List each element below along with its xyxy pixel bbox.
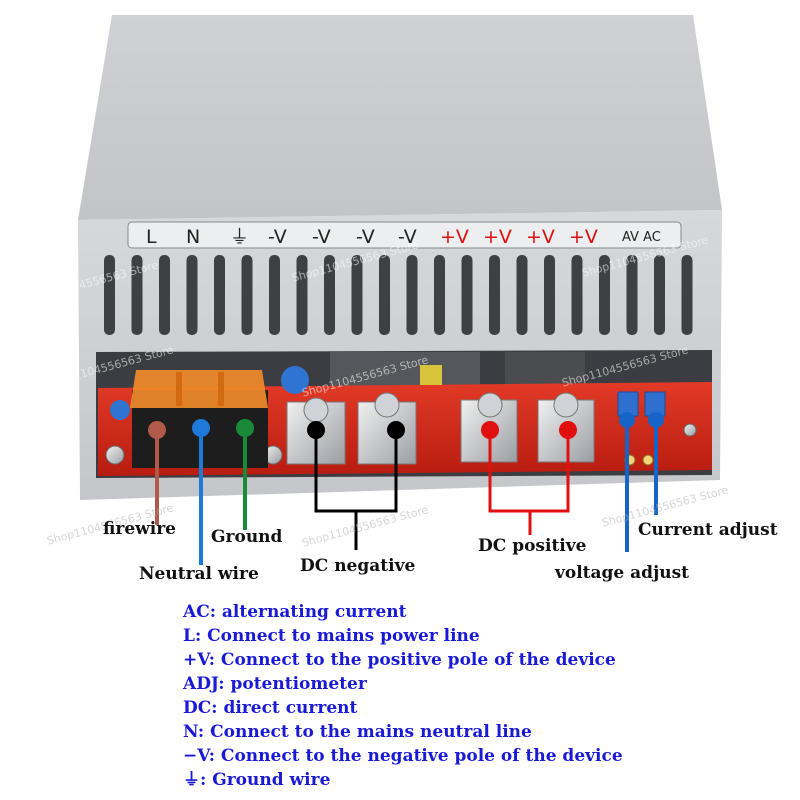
vent-slot bbox=[571, 255, 583, 335]
screw-icon bbox=[683, 423, 697, 437]
vent-slot bbox=[131, 255, 143, 335]
ac-terminal-cover bbox=[130, 370, 268, 408]
label-dc-negative: DC negative bbox=[300, 556, 416, 576]
legend-line: N: Connect to the mains neutral line bbox=[183, 722, 532, 742]
legend-line: ⏚: Ground wire bbox=[183, 770, 331, 790]
case-top bbox=[78, 15, 722, 220]
terminal-legend: AC: alternating current L: Connect to ma… bbox=[183, 600, 783, 792]
legend-line: +V: Connect to the positive pole of the … bbox=[183, 650, 616, 670]
vent-slot bbox=[489, 255, 500, 335]
terminal-labels: L N ⏚ -V -V -V -V +V +V +V +V bbox=[146, 226, 598, 248]
terminal-label-strip bbox=[127, 221, 682, 249]
legend-line: ADJ: potentiometer bbox=[183, 674, 367, 694]
label-firewire: firewire bbox=[103, 519, 176, 539]
capacitor bbox=[420, 365, 442, 385]
vent-slots bbox=[104, 255, 693, 335]
capacitor bbox=[110, 400, 130, 420]
terminal-screw-icon bbox=[303, 397, 329, 423]
vent-slot bbox=[516, 255, 528, 335]
vent-slot bbox=[461, 255, 473, 335]
label-voltage-adjust: voltage adjust bbox=[555, 563, 689, 583]
adj-label: AV AC bbox=[622, 230, 661, 245]
label-neutral-wire: Neutral wire bbox=[139, 564, 259, 584]
vent-slot bbox=[296, 255, 308, 335]
terminal-screw-icon bbox=[374, 392, 400, 418]
vent-slot bbox=[104, 255, 115, 335]
ac-terminal-cover-rib bbox=[176, 372, 182, 406]
terminal-label: +V bbox=[483, 226, 512, 248]
led-indicator bbox=[642, 454, 654, 466]
ac-terminal-cover-rib bbox=[218, 372, 224, 406]
legend-line: L: Connect to mains power line bbox=[183, 626, 480, 646]
legend-line: −V: Connect to the negative pole of the … bbox=[183, 746, 623, 766]
terminal-label: N bbox=[186, 226, 200, 248]
connector-lines bbox=[148, 412, 664, 565]
vent-slot bbox=[214, 255, 225, 335]
terminal-label: +V bbox=[440, 226, 469, 248]
vent-slot bbox=[434, 255, 445, 335]
terminal-label: -V bbox=[268, 226, 287, 248]
terminal-label: L bbox=[146, 226, 157, 248]
label-dc-positive: DC positive bbox=[478, 536, 587, 556]
vent-slot bbox=[406, 255, 418, 335]
vent-slot bbox=[599, 255, 610, 335]
terminal-screw-icon bbox=[553, 392, 579, 418]
vent-slot bbox=[379, 255, 390, 335]
vent-slot bbox=[186, 255, 198, 335]
vent-slot bbox=[159, 255, 170, 335]
label-ground: Ground bbox=[211, 527, 283, 547]
vent-slot bbox=[681, 255, 693, 335]
vent-slot bbox=[626, 255, 638, 335]
legend-line: DC: direct current bbox=[183, 698, 358, 718]
vent-slot bbox=[324, 255, 335, 335]
vent-slot bbox=[269, 255, 280, 335]
vent-slot bbox=[241, 255, 253, 335]
legend-line: AC: alternating current bbox=[183, 602, 407, 622]
vent-slot bbox=[544, 255, 555, 335]
capacitor bbox=[281, 366, 309, 394]
terminal-screw-icon bbox=[477, 392, 503, 418]
terminal-label: -V bbox=[356, 226, 375, 248]
vent-slot bbox=[351, 255, 363, 335]
label-current-adjust: Current adjust bbox=[638, 520, 778, 540]
terminal-label: +V bbox=[569, 226, 598, 248]
terminal-label: -V bbox=[312, 226, 331, 248]
terminal-label: -V bbox=[398, 226, 417, 248]
terminal-label: ⏚ bbox=[230, 226, 249, 248]
screw-icon bbox=[105, 445, 125, 465]
vent-slot bbox=[654, 255, 665, 335]
terminal-label: +V bbox=[526, 226, 555, 248]
